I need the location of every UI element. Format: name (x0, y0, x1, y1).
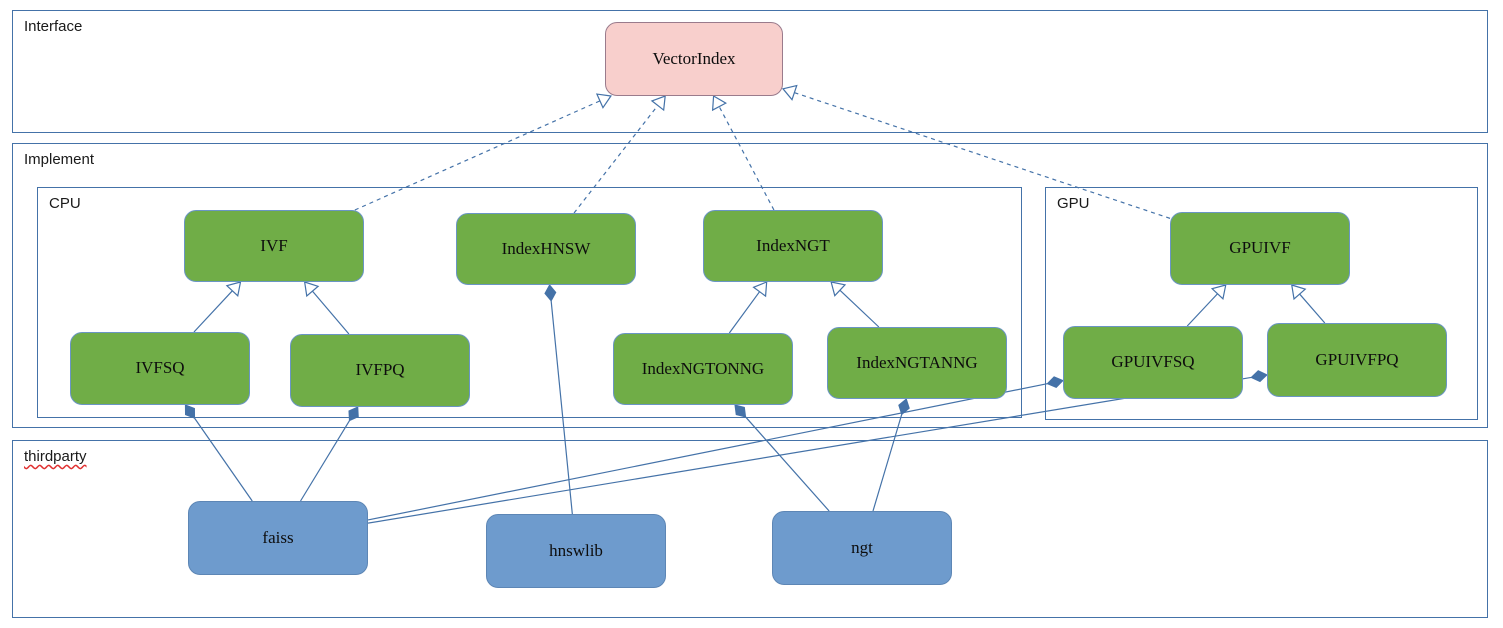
class-node-indexngtanng[interactable]: IndexNGTANNG (827, 327, 1007, 399)
class-node-indexngt[interactable]: IndexNGT (703, 210, 883, 282)
class-node-indexhnsw[interactable]: IndexHNSW (456, 213, 636, 285)
class-node-vectorindex[interactable]: VectorIndex (605, 22, 783, 96)
group-label-cpu: CPU (49, 195, 81, 212)
class-node-indexngtonng[interactable]: IndexNGTONNG (613, 333, 793, 405)
group-label-interface: Interface (24, 18, 83, 35)
group-label-implement: Implement (24, 151, 95, 168)
class-node-ivfpq[interactable]: IVFPQ (290, 334, 470, 407)
class-node-faiss[interactable]: faiss (188, 501, 368, 575)
class-node-ivf[interactable]: IVF (184, 210, 364, 282)
class-node-ivfsq[interactable]: IVFSQ (70, 332, 250, 405)
class-node-gpuivfpq[interactable]: GPUIVFPQ (1267, 323, 1447, 397)
class-node-hnswlib[interactable]: hnswlib (486, 514, 666, 588)
group-label-gpu: GPU (1057, 195, 1090, 212)
class-node-ngt[interactable]: ngt (772, 511, 952, 585)
group-label-thirdparty: thirdparty (24, 448, 87, 465)
class-node-gpuivf[interactable]: GPUIVF (1170, 212, 1350, 285)
class-node-gpuivfsq[interactable]: GPUIVFSQ (1063, 326, 1243, 399)
